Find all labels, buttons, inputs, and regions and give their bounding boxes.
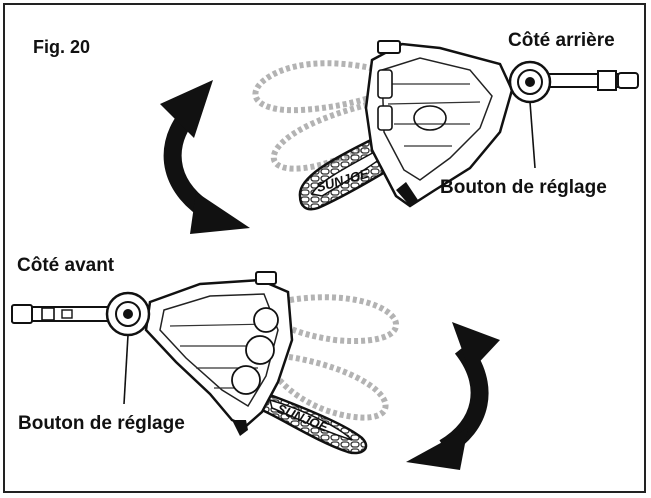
leader-line-top	[529, 101, 536, 169]
figure-number: Fig. 20	[33, 37, 91, 57]
ghost-chain-bottom	[273, 294, 400, 421]
rear-side-label: Côté arrière	[508, 30, 615, 51]
chainsaw-rear-illustration: SUNJOE	[252, 40, 639, 211]
front-side-label: Côté avant	[17, 255, 115, 276]
rotate-arrow-right-icon	[406, 322, 500, 470]
adjustment-knob-label-front: Bouton de réglage	[18, 413, 185, 434]
chainsaw-front-illustration: SUNJOE	[11, 271, 400, 455]
adjustment-knob-label-rear: Bouton de réglage	[440, 177, 607, 198]
rotate-arrow-left-icon	[160, 80, 250, 234]
leader-line-bottom	[123, 334, 129, 405]
